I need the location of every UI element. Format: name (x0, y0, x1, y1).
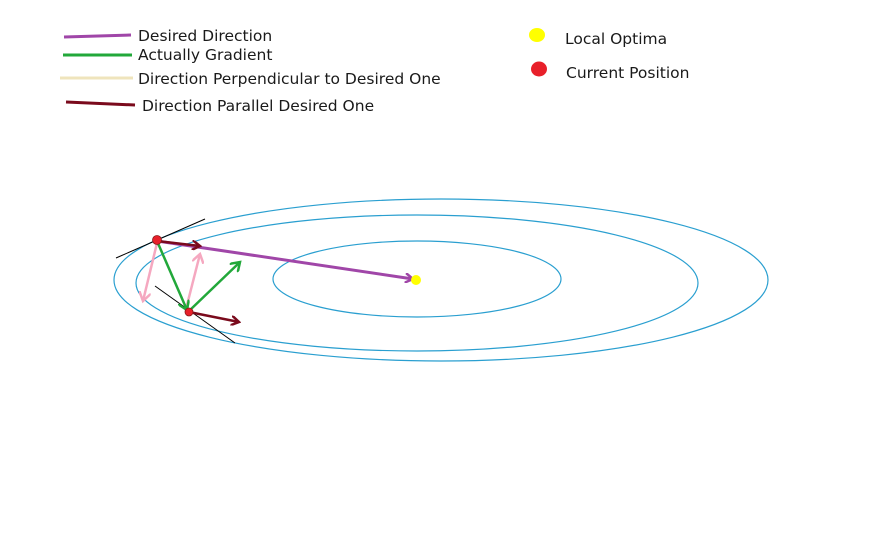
legend-label-current-position: Current Position (566, 64, 690, 82)
local-optima-point (411, 275, 421, 285)
legend-swatch-desired (63, 33, 132, 39)
legend-swatch-parallel (65, 100, 136, 107)
perpendicular-arrow-up (185, 254, 200, 306)
legend-label-local-optima: Local Optima (565, 30, 667, 48)
gradient-arrow-second (188, 262, 240, 312)
legend-label-parallel: Direction Parallel Desired One (142, 97, 374, 115)
legend-dot-current-position (531, 61, 547, 77)
legend: Desired Direction Actually Gradient Dire… (60, 27, 441, 115)
perpendicular-arrow-down (143, 242, 159, 301)
parallel-arrow-bottom (188, 310, 239, 322)
legend-label-perpendicular: Direction Perpendicular to Desired One (138, 70, 441, 88)
current-position-point-1 (152, 235, 162, 245)
parallel-arrow-top (156, 239, 200, 246)
gradient-arrow-first (155, 240, 187, 310)
contour-lines (113, 198, 769, 362)
legend-label-gradient: Actually Gradient (138, 46, 272, 64)
legend-label-desired: Desired Direction (138, 27, 272, 45)
legend-points: Local Optima Current Position (529, 28, 690, 82)
tangent-line-bottom (154, 285, 236, 344)
contour-middle (135, 214, 699, 352)
contour-inner (272, 240, 562, 318)
legend-dot-local-optima (529, 28, 545, 42)
contour-outer (113, 198, 769, 362)
current-position-point-2 (184, 307, 194, 317)
